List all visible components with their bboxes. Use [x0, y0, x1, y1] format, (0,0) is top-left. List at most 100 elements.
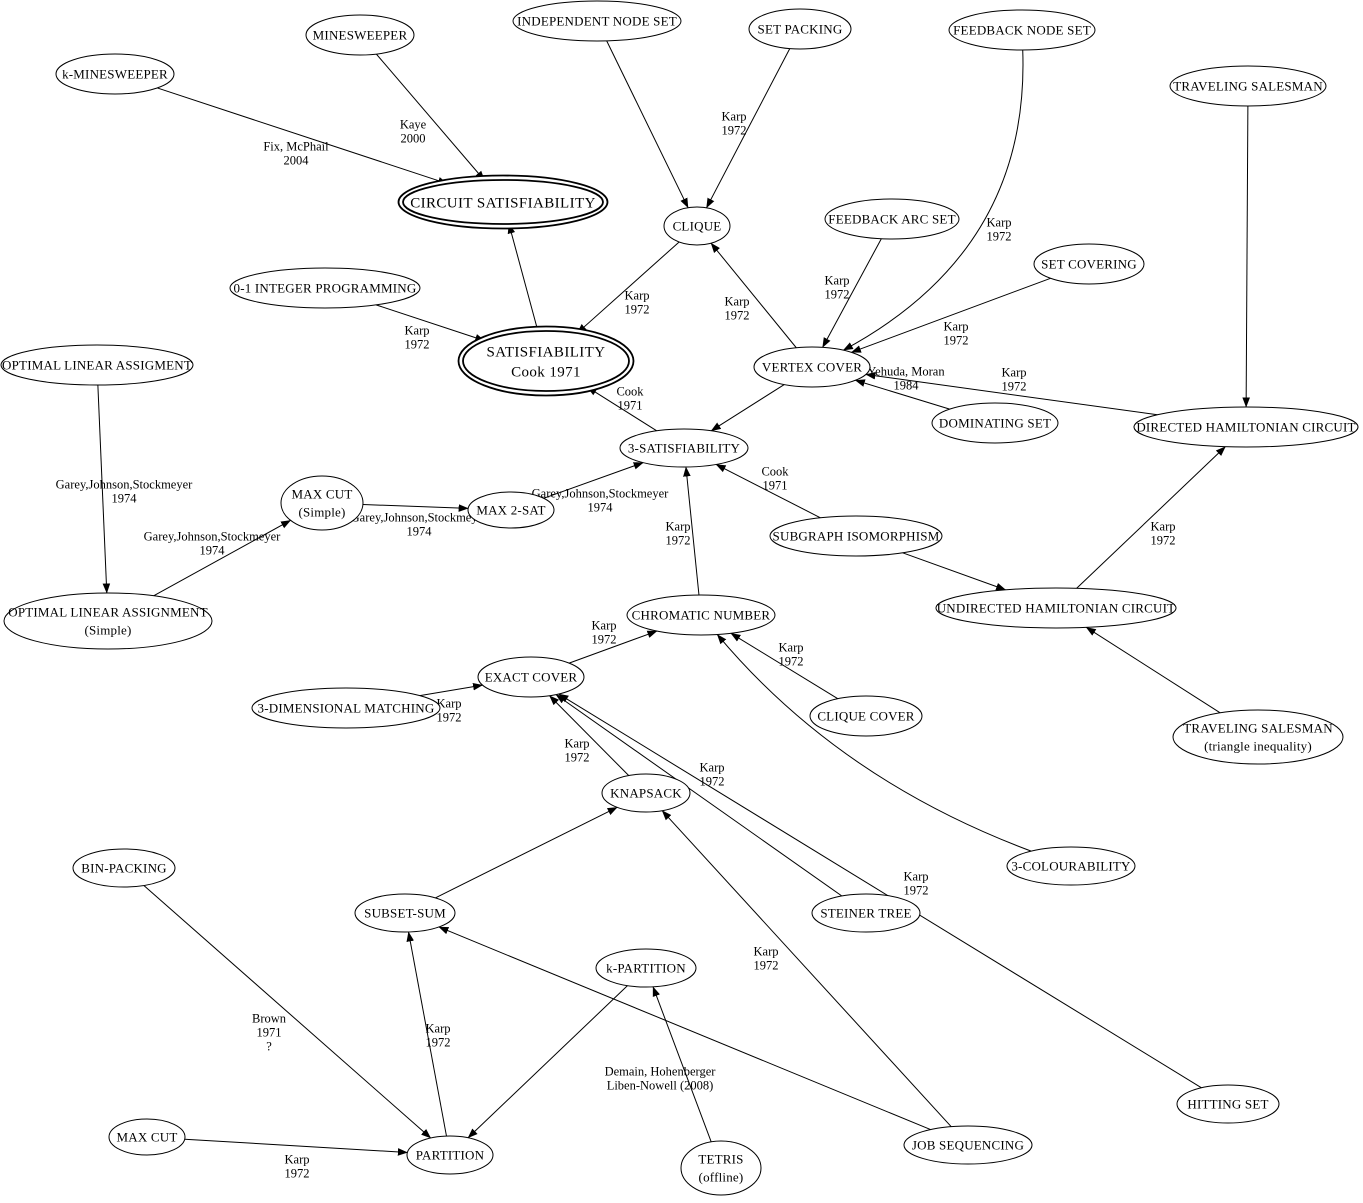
node-label: CLIQUE — [673, 219, 722, 234]
node-set-packing: SET PACKING — [748, 8, 852, 50]
edge-three-colourability--chromatic-number — [716, 634, 1032, 852]
node-label: TRAVELING SALESMAN(triangle inequality) — [1183, 721, 1333, 754]
node-outline — [72, 848, 176, 888]
node-outline — [680, 1140, 762, 1196]
node-independent-node-set: INDEPENDENT NODE SET — [512, 0, 682, 42]
node-max-cut-simple: MAX CUT(Simple) — [280, 475, 364, 531]
node-hitting-set: HITTING SET — [1176, 1084, 1280, 1124]
node-label: FEEDBACK ARC SET — [828, 212, 955, 227]
edge-set-packing--clique — [706, 48, 791, 209]
node-label: OPTIMAL LINEAR ASSIGMENT — [2, 358, 192, 373]
node-outline — [748, 8, 852, 50]
node-outline — [1006, 846, 1136, 886]
edge-satisfiability--circuit-satisfiability — [507, 223, 539, 332]
node-outline — [512, 0, 682, 42]
node-label: DIRECTED HAMILTONIAN CIRCUIT — [1136, 420, 1355, 435]
node-clique-cover: CLIQUE COVER — [809, 695, 923, 737]
node-int-programming-01: 0-1 INTEGER PROGRAMMING — [229, 267, 421, 309]
node-traveling-salesman-triangle: TRAVELING SALESMAN(triangle inequality) — [1172, 709, 1344, 765]
edge-job-sequencing--knapsack — [661, 810, 952, 1127]
node-subset-sum: SUBSET-SUM — [354, 893, 456, 933]
node-label: MAX 2-SAT — [476, 503, 545, 518]
node-label: 0-1 INTEGER PROGRAMMING — [234, 281, 417, 296]
node-label: CLIQUE COVER — [817, 709, 914, 724]
node-label: TRAVELING SALESMAN — [1173, 79, 1323, 94]
edge-traveling-salesman-triangle--undirected-hamiltonian-circuit — [1085, 626, 1221, 714]
node-outline — [3, 592, 213, 650]
node-outline — [1133, 406, 1359, 448]
edge-vertex-cover--three-satisfiability — [710, 384, 785, 432]
node-label: 3-SATISFIABILITY — [628, 441, 741, 456]
node-label: k-MINESWEEPER — [62, 67, 168, 82]
edge-job-sequencing--subset-sum — [438, 926, 931, 1131]
node-label: MINESWEEPER — [313, 28, 408, 43]
node-exact-cover: EXACT COVER — [477, 656, 585, 698]
node-k-minesweeper: k-MINESWEEPER — [55, 53, 175, 95]
node-outline — [931, 402, 1059, 444]
node-outline — [903, 1125, 1033, 1165]
node-max-2-sat: MAX 2-SAT — [467, 491, 555, 529]
node-job-sequencing: JOB SEQUENCING — [903, 1125, 1033, 1165]
edge-partition--subset-sum — [406, 931, 447, 1137]
node-outline — [1033, 243, 1145, 285]
node-label: INDEPENDENT NODE SET — [517, 14, 677, 29]
node-undirected-hamiltonian-circuit: UNDIRECTED HAMILTONIAN CIRCUIT — [935, 587, 1177, 629]
node-outline — [229, 267, 421, 309]
node-label: PARTITION — [416, 1148, 485, 1163]
edge-optimal-linear-assigment--optimal-linear-assignment-simple — [97, 384, 111, 594]
edge-dominating-set--vertex-cover — [854, 379, 950, 410]
node-label: k-PARTITION — [606, 961, 686, 976]
node-k-partition: k-PARTITION — [595, 948, 697, 988]
node-label: MAX CUT — [117, 1130, 178, 1145]
edge-minesweeper--circuit-satisfiability — [375, 53, 485, 181]
edge-max-2-sat--three-satisfiability — [543, 462, 644, 499]
node-outline — [477, 656, 585, 698]
node-outline — [0, 344, 194, 386]
edge-three-dimensional-matching--exact-cover — [419, 682, 484, 697]
node-label: MAX CUT(Simple) — [292, 487, 353, 520]
node-outline — [1169, 65, 1327, 107]
node-outline — [769, 515, 943, 557]
node-outline — [406, 1135, 494, 1175]
node-label: KNAPSACK — [610, 786, 682, 801]
node-outline — [935, 587, 1177, 629]
node-outline — [108, 1118, 186, 1156]
edge-clique-cover--chromatic-number — [730, 632, 839, 700]
node-subgraph-isomorphism: SUBGRAPH ISOMORPHISM — [769, 515, 943, 557]
edge-steiner-tree--exact-cover — [555, 694, 843, 897]
node-label: FEEDBACK NODE SET — [953, 23, 1091, 38]
edge-feedback-node-set--vertex-cover — [842, 49, 1024, 351]
edge-independent-node-set--clique — [606, 40, 689, 209]
node-outline — [354, 893, 456, 933]
node-optimal-linear-assigment: OPTIMAL LINEAR ASSIGMENT — [0, 344, 194, 386]
edge-bin-packing--partition — [143, 885, 432, 1139]
edge-knapsack--exact-cover — [549, 695, 630, 776]
node-label: UNDIRECTED HAMILTONIAN CIRCUIT — [937, 601, 1176, 616]
edge-k-partition--partition — [467, 985, 628, 1139]
node-directed-hamiltonian-circuit: DIRECTED HAMILTONIAN CIRCUIT — [1133, 406, 1359, 448]
node-label: CIRCUIT SATISFIABILITY — [410, 195, 596, 211]
node-feedback-node-set: FEEDBACK NODE SET — [948, 9, 1096, 51]
node-outline — [948, 9, 1096, 51]
node-outline — [1176, 1084, 1280, 1124]
edge-subgraph-isomorphism--undirected-hamiltonian-circuit — [902, 552, 1007, 591]
node-three-dimensional-matching: 3-DIMENSIONAL MATCHING — [251, 687, 441, 729]
node-label: VERTEX COVER — [762, 360, 862, 375]
node-outline — [55, 53, 175, 95]
